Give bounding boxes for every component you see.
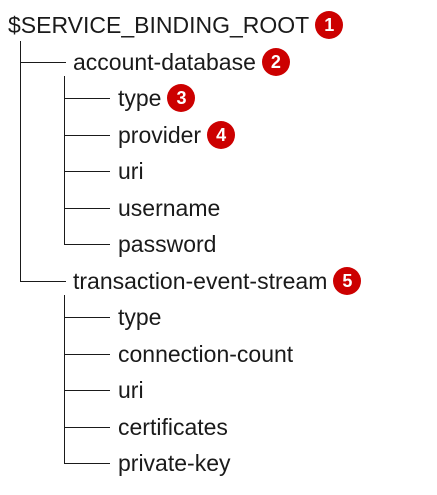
tree-branch-connector <box>20 280 66 282</box>
tree-group-trunk <box>64 295 65 464</box>
tree-leaf-connector <box>64 317 110 319</box>
tree-group-2-label: transaction-event-stream <box>73 267 328 294</box>
tree-leaf-connector <box>64 463 110 465</box>
tree-leaf-connector <box>64 390 110 392</box>
tree-leaf: private-key <box>118 445 230 481</box>
tree-leaf-label: uri <box>118 158 144 184</box>
tree-leaf: uri <box>118 372 144 408</box>
tree-group-trunk <box>64 76 65 245</box>
tree-leaf-label: private-key <box>118 450 231 476</box>
tree-leaf: password <box>118 226 216 262</box>
tree-group-1-label: account-database <box>73 48 256 75</box>
tree-leaf-label: certificates <box>118 413 228 440</box>
tree-leaf-connector <box>64 353 110 355</box>
tree-leaf-label: connection-count <box>118 340 294 367</box>
callout-badge: 1 <box>315 11 344 39</box>
tree-leaf: connection-count <box>118 336 293 372</box>
tree-leaf-connector <box>64 98 110 100</box>
tree-branch-connector <box>20 61 66 63</box>
callout-badge: 5 <box>333 266 362 295</box>
callout-badge: 4 <box>207 120 236 149</box>
callout-badge: 2 <box>261 47 290 76</box>
tree-leaf-connector <box>64 426 110 428</box>
tree-leaf: uri <box>118 153 144 189</box>
tree-root-row: $SERVICE_BINDING_ROOT 1 <box>8 7 344 43</box>
tree-root-trunk <box>20 40 21 281</box>
callout-badge: 3 <box>167 84 196 112</box>
tree-leaf-connector <box>64 134 110 136</box>
tree-leaf: type <box>118 299 161 335</box>
tree-leaf-label: type <box>118 304 162 330</box>
tree-leaf-connector <box>64 244 110 246</box>
tree-leaf-label: provider <box>118 121 202 148</box>
tree-leaf-label: uri <box>118 377 144 403</box>
tree-leaf-label: username <box>118 194 221 221</box>
tree-leaf: certificates <box>118 409 228 445</box>
tree-leaf-connector <box>64 171 110 173</box>
tree-leaf-label: type <box>118 85 162 111</box>
tree-leaf-label: password <box>118 231 217 257</box>
root-label: $SERVICE_BINDING_ROOT <box>8 12 310 38</box>
tree-leaf: username <box>118 190 220 226</box>
tree-leaf-connector <box>64 207 110 209</box>
